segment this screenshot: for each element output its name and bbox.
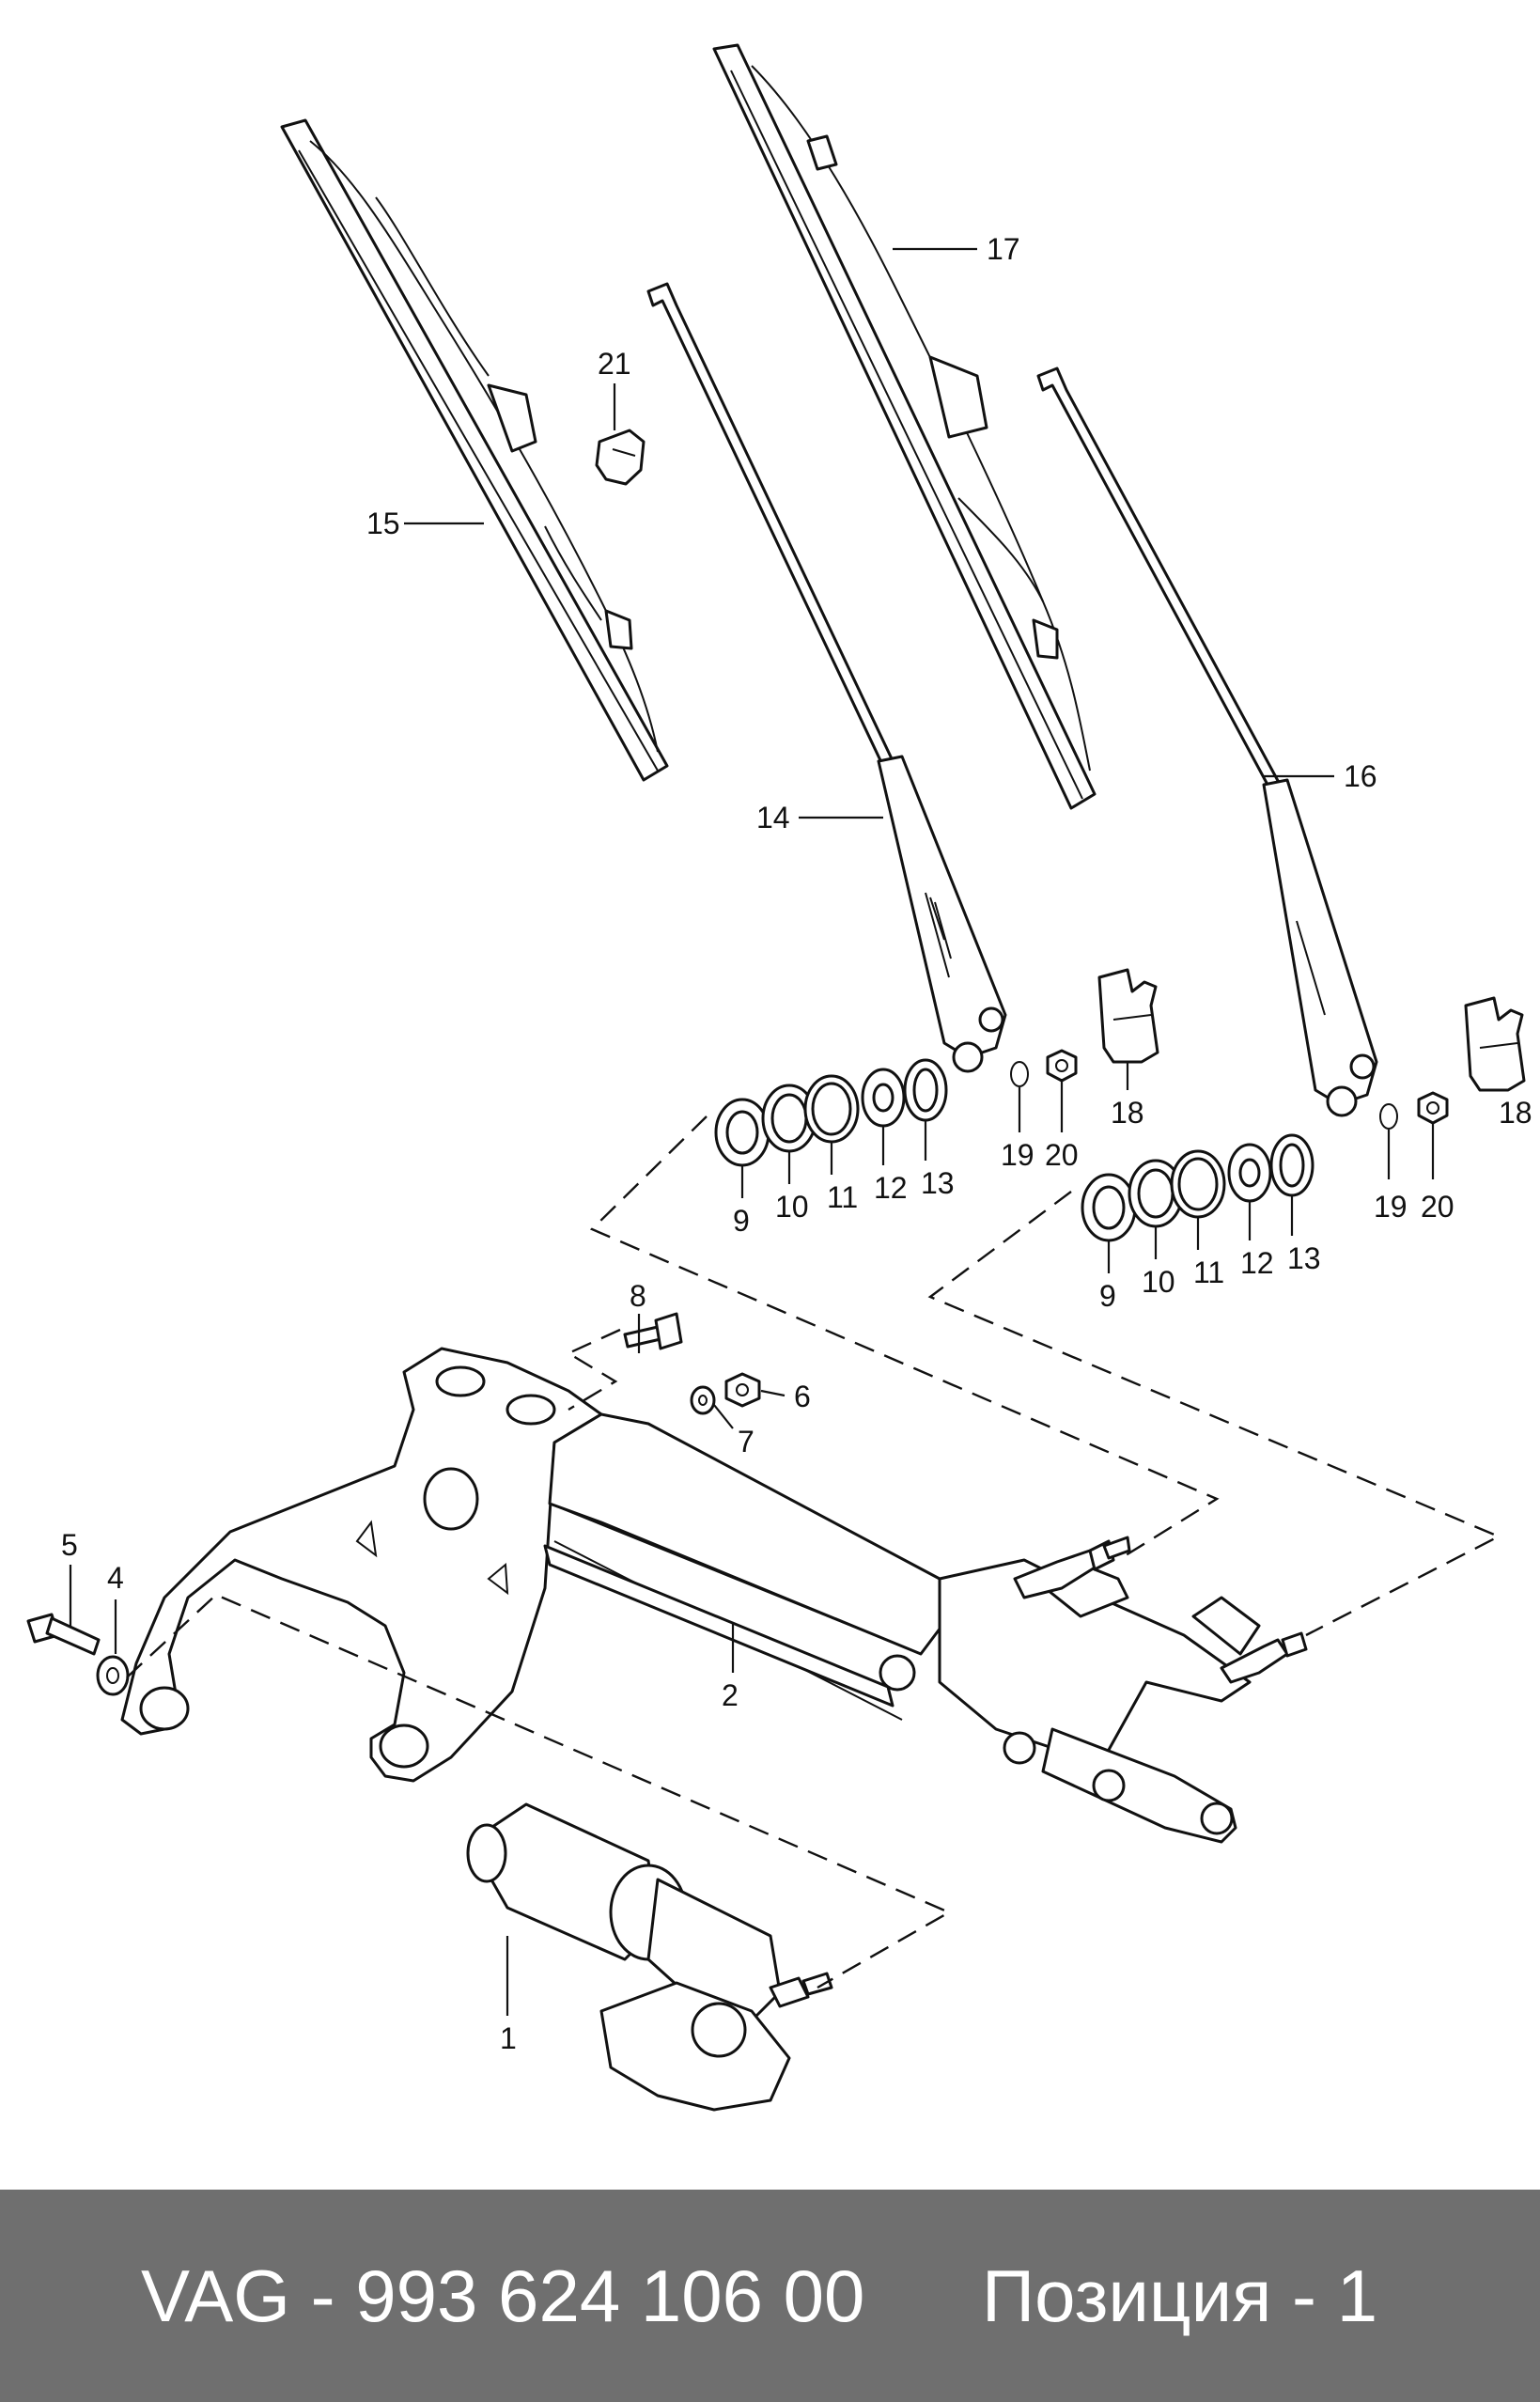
wiper-frame-2	[120, 1347, 1308, 1844]
label-11b: 11	[1193, 1256, 1224, 1289]
label-2: 2	[722, 1678, 739, 1712]
footer-bar: VAG - 993 624 106 00 Позиция - 1	[0, 2190, 1540, 2402]
clip-21	[595, 429, 646, 486]
label-21: 21	[598, 347, 631, 381]
label-10b: 10	[1142, 1265, 1175, 1299]
label-10a: 10	[775, 1190, 809, 1224]
nut-6	[724, 1372, 761, 1408]
wiper-motor-1	[466, 1802, 833, 2112]
label-15: 15	[366, 507, 400, 540]
label-19a: 19	[1001, 1138, 1034, 1172]
label-5: 5	[61, 1528, 78, 1562]
washer-4	[96, 1655, 130, 1696]
left-hardware-row	[714, 968, 1159, 1167]
label-1: 1	[500, 2021, 517, 2055]
wiper-assembly-diagram: 15 21 17 14 16 19 20 18 9 10 11 12 13 19…	[26, 43, 1532, 2112]
wiper-blade-15	[280, 118, 669, 782]
label-14: 14	[756, 801, 790, 834]
label-12b: 12	[1240, 1246, 1274, 1280]
label-12a: 12	[874, 1171, 908, 1205]
label-9b: 9	[1099, 1279, 1116, 1313]
bolt-8	[623, 1312, 683, 1350]
label-9a: 9	[733, 1204, 750, 1238]
position-text: Позиция - 1	[982, 2254, 1378, 2337]
wiper-arm-14	[646, 282, 1007, 1073]
part-number-text: VAG - 993 624 106 00	[141, 2254, 865, 2337]
label-8: 8	[630, 1279, 646, 1313]
label-13b: 13	[1287, 1241, 1321, 1275]
label-19b: 19	[1374, 1190, 1408, 1224]
label-17: 17	[987, 232, 1020, 266]
label-7: 7	[738, 1425, 754, 1458]
label-20a: 20	[1045, 1138, 1079, 1172]
label-4: 4	[107, 1561, 124, 1595]
wiper-arm-16	[1036, 367, 1378, 1117]
washer-7	[690, 1385, 716, 1415]
callout-labels: 15 21 17 14 16 19 20 18 9 10 11 12 13 19…	[61, 232, 1532, 2055]
label-13a: 13	[921, 1166, 955, 1200]
label-20b: 20	[1421, 1190, 1454, 1224]
label-18b: 18	[1499, 1096, 1532, 1130]
label-11a: 11	[827, 1180, 858, 1214]
label-16: 16	[1344, 759, 1377, 793]
assembly-dashed-lines	[126, 1115, 1501, 1989]
leader-lines	[69, 247, 1435, 2016]
bolt-5	[26, 1613, 101, 1656]
label-6: 6	[794, 1380, 811, 1413]
wiper-blade-17	[712, 43, 1097, 810]
label-18a: 18	[1111, 1096, 1144, 1130]
